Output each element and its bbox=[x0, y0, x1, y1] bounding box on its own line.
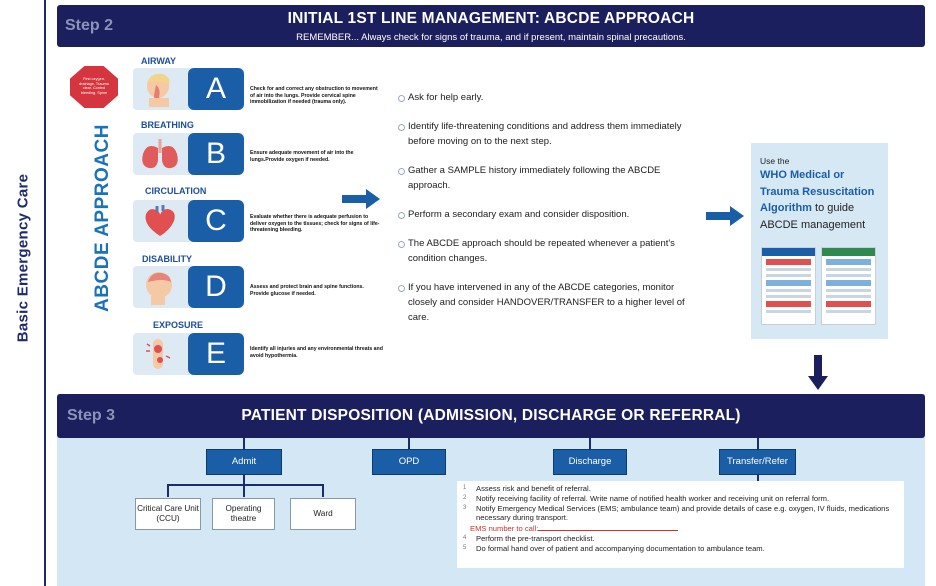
connector-line bbox=[322, 484, 324, 497]
injured-arm-icon bbox=[146, 339, 171, 369]
category-desc-disability: Assess and protect brain and spine funct… bbox=[250, 284, 364, 297]
category-card-airway: A bbox=[133, 68, 244, 110]
connector-line bbox=[757, 475, 759, 482]
step3-title: PATIENT DISPOSITION (ADMISSION, DISCHARG… bbox=[241, 407, 741, 424]
step2-subtitle: REMEMBER... Always check for signs of tr… bbox=[296, 32, 686, 43]
medical-algorithm-thumbnail bbox=[761, 247, 816, 325]
connector-line bbox=[167, 484, 169, 497]
who-algorithm-box: Use the WHO Medical or Trauma Resuscitat… bbox=[751, 143, 888, 339]
stop-sign-icon: First oxygen, drainage. Trauma clear. Co… bbox=[70, 66, 118, 108]
guidance-item: Identify life-threatening conditions and… bbox=[398, 119, 698, 149]
arrow-right-icon bbox=[342, 189, 380, 209]
lungs-icon bbox=[142, 139, 178, 169]
connector-line bbox=[243, 484, 245, 497]
guidance-item: If you have intervened in any of the ABC… bbox=[398, 280, 698, 325]
category-desc-circulation: Evaluate whether there is adequate perfu… bbox=[250, 214, 380, 234]
connector-line bbox=[167, 484, 324, 486]
ems-number-blank[interactable] bbox=[538, 530, 679, 532]
category-letter-d: D bbox=[188, 266, 244, 308]
step3-header: Step 3 PATIENT DISPOSITION (ADMISSION, D… bbox=[57, 394, 925, 438]
connector-line bbox=[589, 438, 591, 449]
step2-header: Step 2 INITIAL 1ST LINE MANAGEMENT: ABCD… bbox=[57, 5, 925, 47]
connector-line bbox=[408, 438, 410, 449]
ems-number-label: EMS number to call: bbox=[470, 524, 539, 534]
unit-operating-theatre: Operating theatre bbox=[212, 498, 275, 530]
guidance-item: Perform a secondary exam and consider di… bbox=[398, 207, 698, 222]
trauma-algorithm-thumbnail bbox=[821, 247, 876, 325]
connector-line bbox=[243, 475, 245, 485]
who-use-the: Use the bbox=[760, 156, 790, 166]
connector-line bbox=[757, 438, 759, 449]
who-guidance-text: WHO Medical or Trauma Resuscitation Algo… bbox=[760, 167, 884, 233]
category-title-breathing: BREATHING bbox=[141, 120, 194, 130]
unit-ward: Ward bbox=[290, 498, 356, 530]
category-letter-a: A bbox=[188, 68, 244, 110]
category-card-circulation: C bbox=[133, 200, 244, 242]
side-label: Basic Emergency Care bbox=[14, 173, 32, 343]
side-margin: Basic Emergency Care bbox=[0, 0, 46, 586]
who-guidance-rest: to guide ABCDE management bbox=[760, 202, 866, 231]
step3-tag: Step 3 bbox=[67, 407, 116, 424]
heart-icon bbox=[145, 205, 175, 236]
category-title-disability: DISABILITY bbox=[142, 254, 193, 264]
category-desc-breathing: Ensure adequate movement of air into the… bbox=[250, 150, 354, 163]
transfer-refer-button[interactable]: Transfer/Refer bbox=[719, 449, 796, 475]
discharge-button[interactable]: Discharge bbox=[553, 449, 627, 475]
category-card-disability: D bbox=[133, 266, 244, 308]
category-title-circulation: CIRCULATION bbox=[145, 186, 207, 196]
category-desc-airway: Check for and correct any obstruction to… bbox=[250, 86, 378, 106]
unit-ccu: Critical Care Unit (CCU) bbox=[135, 498, 201, 530]
category-title-airway: AIRWAY bbox=[141, 56, 177, 66]
category-card-exposure: E bbox=[133, 333, 244, 375]
category-card-breathing: B bbox=[133, 133, 244, 175]
guidance-list: Ask for help early. Identify life-threat… bbox=[398, 90, 698, 325]
guidance-item: The ABCDE approach should be repeated wh… bbox=[398, 236, 698, 266]
stop-sign-text: First oxygen, drainage. Trauma clear. Co… bbox=[79, 77, 109, 95]
category-letter-b: B bbox=[188, 133, 244, 175]
step2-title: INITIAL 1ST LINE MANAGEMENT: ABCDE APPRO… bbox=[287, 10, 695, 27]
guidance-item: Gather a SAMPLE history immediately foll… bbox=[398, 163, 698, 193]
step2-tag: Step 2 bbox=[65, 17, 114, 34]
arrow-down-icon bbox=[808, 355, 828, 390]
connector-line bbox=[243, 438, 245, 449]
opd-button[interactable]: OPD bbox=[372, 449, 446, 475]
ems-number-line: EMS number to call: bbox=[457, 523, 904, 534]
abcde-approach-label: ABCDE APPROACH bbox=[92, 124, 113, 312]
category-desc-exposure: Identify all injuries and any environmen… bbox=[250, 346, 383, 359]
airway-head-icon bbox=[147, 73, 170, 107]
admit-button[interactable]: Admit bbox=[206, 449, 282, 475]
arrow-right-icon bbox=[706, 206, 744, 226]
who-algorithm-link[interactable]: WHO Medical or Trauma Resuscitation Algo… bbox=[760, 169, 875, 214]
brain-head-icon bbox=[146, 272, 172, 305]
guidance-item: Ask for help early. bbox=[398, 90, 698, 105]
category-title-exposure: EXPOSURE bbox=[153, 320, 204, 330]
category-letter-c: C bbox=[188, 200, 244, 242]
category-letter-e: E bbox=[188, 333, 244, 375]
